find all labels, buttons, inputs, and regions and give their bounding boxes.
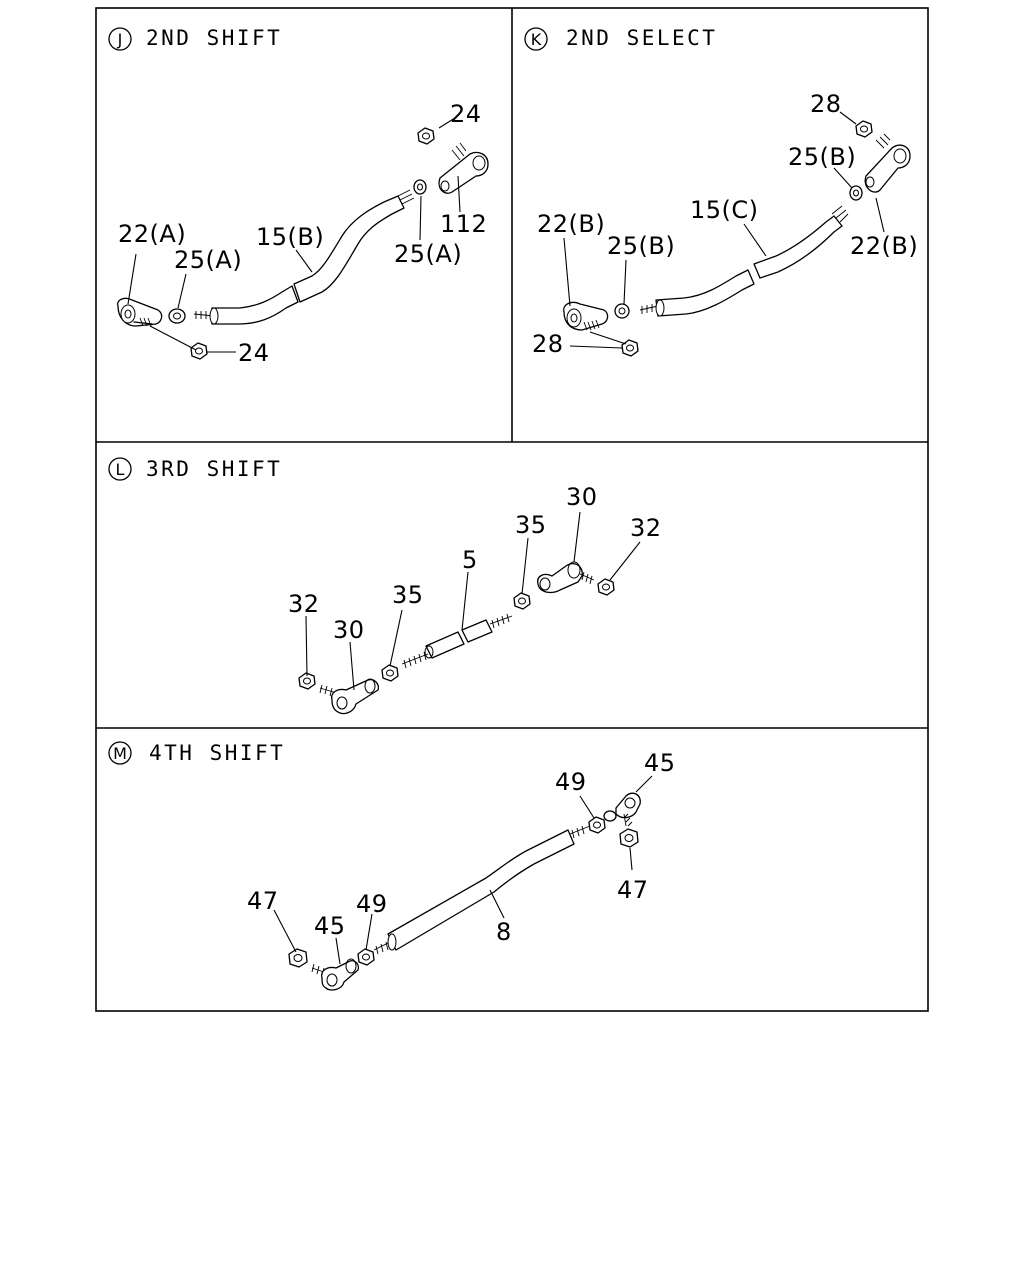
- nut-part: [298, 672, 316, 690]
- rod-end-part: [319, 678, 380, 715]
- panel-badge: L: [108, 457, 132, 481]
- rod-end-part: [311, 958, 360, 991]
- badge-letter: K: [531, 30, 542, 49]
- long-rod-part: [373, 825, 591, 955]
- washer-part: [849, 185, 863, 201]
- callout-label: 25(A): [174, 246, 242, 274]
- nut-part: [588, 816, 606, 834]
- callout-label: 22(B): [537, 210, 605, 238]
- washer-part: [168, 308, 186, 324]
- callout-label: 22(A): [118, 220, 186, 248]
- diagram-frames: [95, 7, 929, 1012]
- nut-part: [855, 120, 873, 138]
- callout-label: 47: [247, 887, 279, 915]
- panel-badge: J: [108, 27, 132, 51]
- panel-2nd-select: K 2ND SELECT: [524, 26, 918, 358]
- panel-title: 4TH SHIFT: [149, 741, 285, 765]
- badge-letter: L: [116, 460, 125, 479]
- select-rod-part: [639, 205, 849, 317]
- washer-part: [614, 303, 630, 319]
- panel-2nd-shift: J 2ND SHIFT: [108, 26, 489, 367]
- panel-4th-shift: M 4TH SHIFT: [108, 741, 676, 991]
- rod-end-part: [603, 792, 641, 827]
- shift-rod-part: [193, 189, 415, 325]
- callout-label: 32: [288, 590, 320, 618]
- callout-label: 25(B): [788, 143, 856, 171]
- washer-part: [413, 179, 427, 195]
- callout-label: 25(A): [394, 240, 462, 268]
- panel-3rd-shift: L 3RD SHIFT: [108, 457, 662, 715]
- callout-label: 30: [566, 483, 598, 511]
- callout-label: 22(B): [850, 232, 918, 260]
- ball-joint-part: [438, 142, 489, 194]
- nut-part: [381, 664, 399, 682]
- callout-label: 24: [238, 339, 270, 367]
- badge-letter: J: [117, 30, 123, 49]
- callout-label: 5: [462, 546, 478, 574]
- adjuster-rod-part: [401, 613, 513, 669]
- nut-part: [619, 828, 639, 848]
- nut-part: [621, 339, 639, 357]
- callout-label: 28: [810, 90, 842, 118]
- badge-letter: M: [113, 744, 127, 763]
- nut-part: [417, 127, 435, 145]
- callout-label: 49: [555, 768, 587, 796]
- nut-part: [288, 948, 308, 968]
- callout-label: 45: [314, 912, 346, 940]
- callout-label: 25(B): [607, 232, 675, 260]
- nut-part: [190, 342, 208, 360]
- callout-label: 8: [496, 918, 512, 946]
- ball-joint-part: [117, 297, 163, 327]
- panel-title: 2ND SELECT: [566, 26, 717, 50]
- ball-joint-part: [563, 301, 609, 331]
- callout-label: 45: [644, 749, 676, 777]
- rod-end-part: [537, 561, 595, 594]
- panel-title: 2ND SHIFT: [146, 26, 282, 50]
- panel-badge: M: [108, 741, 132, 765]
- callout-label: 49: [356, 890, 388, 918]
- callout-label: 15(B): [256, 223, 324, 251]
- callout-label: 35: [515, 511, 547, 539]
- callout-label: 28: [532, 330, 564, 358]
- callout-label: 15(C): [690, 196, 759, 224]
- callout-label: 32: [630, 514, 662, 542]
- callout-label: 30: [333, 616, 365, 644]
- panel-title: 3RD SHIFT: [146, 457, 282, 481]
- callout-label: 35: [392, 581, 424, 609]
- nut-part: [357, 948, 375, 966]
- nut-part: [597, 578, 615, 596]
- ball-joint-part: [864, 133, 911, 193]
- callout-label: 47: [617, 876, 649, 904]
- callout-label: 24: [450, 100, 482, 128]
- callout-label: 112: [440, 210, 487, 238]
- nut-part: [513, 592, 531, 610]
- panel-badge: K: [524, 27, 548, 51]
